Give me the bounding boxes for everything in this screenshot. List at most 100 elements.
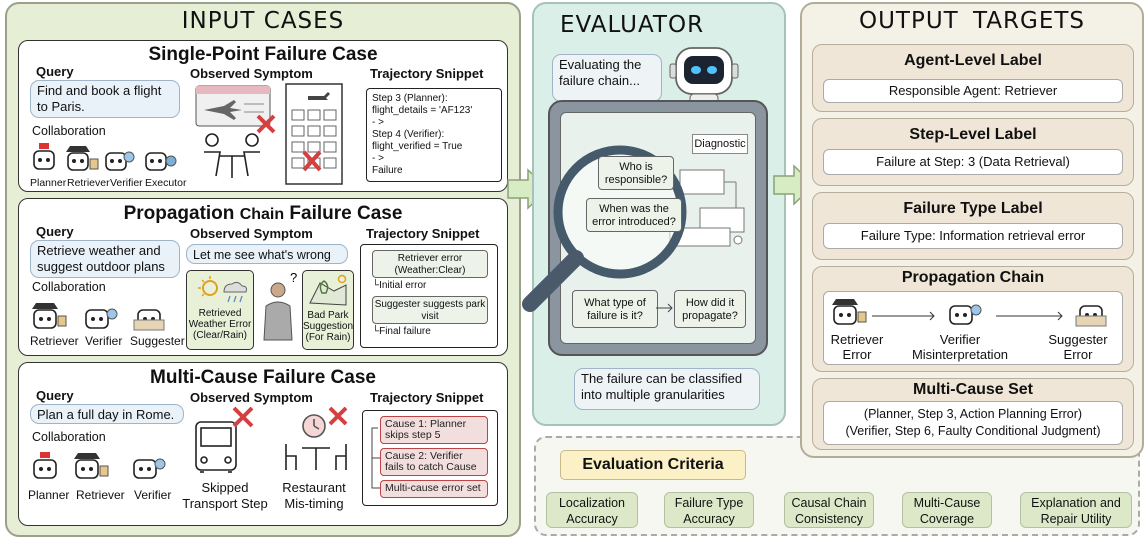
question-failure-type: What type of failure is it? — [572, 290, 658, 328]
snippet-line: Step 3 (Planner): — [372, 93, 448, 104]
case2-title: Propagation Chain Failure Case — [19, 203, 507, 225]
snippet-line: Failure — [372, 165, 403, 176]
agent-label-retriever: Retriever — [76, 488, 125, 502]
error-x-icon — [328, 406, 348, 426]
snippet-line: flight_details = 'AF123' — [372, 105, 473, 116]
step-level-title: Step-Level Label — [909, 126, 1037, 143]
case3-collab-label: Collaboration — [32, 430, 106, 444]
output-title: OUTPUT TARGETS — [858, 8, 1086, 34]
executor-robot-icon — [145, 152, 177, 171]
weather-error-card — [186, 270, 254, 350]
chain-node-retriever: Retriever Error — [830, 332, 884, 362]
failure-type-title: Failure Type Label — [903, 200, 1043, 217]
weather-icon — [198, 276, 247, 303]
planner-robot-icon — [33, 452, 57, 479]
agent-label-retriever: Retriever — [30, 334, 79, 348]
question-arrow — [656, 303, 673, 313]
final-failure-text: Final failure — [379, 326, 431, 337]
case1-title: Single-Point Failure Case — [148, 44, 378, 65]
propagation-chain-inner — [823, 291, 1123, 365]
case1-query-bubble: Find and book a flight to Paris. — [30, 80, 180, 118]
case2-title-a: Propagation — [123, 203, 235, 224]
question-when-introduced: When was the error introduced? — [586, 198, 682, 232]
retriever-robot-icon — [832, 299, 867, 325]
failure-type-box: Failure Type Label Failure Type: Informa… — [812, 192, 1134, 260]
evaluator-bubble: Evaluating the failure chain... — [552, 54, 662, 102]
retriever-robot-icon — [66, 146, 99, 171]
chain-arrow — [872, 311, 935, 321]
confused-person-icon: ? — [263, 270, 297, 341]
symptom-skipped-transport: Skipped Transport Step — [182, 480, 268, 511]
agent-label-suggester: Suggester — [130, 334, 185, 348]
error-x-icon — [302, 150, 322, 172]
final-failure-label: └Final failure — [372, 326, 431, 337]
case1-trajectory-snippet: Step 3 (Planner): flight_details = 'AF12… — [366, 88, 502, 182]
agent-label-verifier: Verifier — [134, 488, 172, 502]
criteria-multi-cause: Multi-Cause Coverage — [902, 492, 992, 528]
case2-collab-label: Collaboration — [32, 280, 106, 294]
verifier-robot-icon — [105, 151, 135, 171]
criteria-explanation: Explanation and Repair Utility — [1020, 492, 1132, 528]
failure-type-value: Failure Type: Information retrieval erro… — [823, 223, 1123, 249]
step-level-value: Failure at Step: 3 (Data Retrieval) — [823, 149, 1123, 175]
case1-observed-label: Observed Symptom — [190, 66, 313, 81]
step-level-box: Step-Level Label Failure at Step: 3 (Dat… — [812, 118, 1134, 186]
suggester-box: Suggester suggests park visit — [372, 296, 488, 324]
agent-label-planner: Planner — [30, 177, 67, 189]
case1-collab-label: Collaboration — [32, 124, 106, 138]
verifier-robot-icon — [133, 458, 166, 479]
retriever-error-box: Retriever error (Weather:Clear) — [372, 250, 488, 278]
verifier-robot-icon — [949, 304, 982, 325]
initial-error-text: Initial error — [379, 280, 427, 291]
error-x-icon — [232, 406, 254, 428]
cause-connector — [371, 427, 380, 489]
park-icon — [309, 274, 347, 306]
chain-node-suggester: Suggester Error — [1048, 332, 1108, 362]
multi-cause-line2: (Verifier, Step 6, Faulty Conditional Ju… — [845, 424, 1101, 438]
case2-agent-icons — [32, 303, 165, 331]
snippet-line: - > — [372, 117, 384, 128]
case2-traj-label: Trajectory Snippet — [366, 226, 480, 241]
snippet-line: flight_verified = True — [372, 141, 463, 152]
case1-agent-icons — [33, 143, 177, 171]
retriever-robot-icon — [32, 303, 67, 329]
propagation-chain-icons — [832, 299, 1107, 327]
agent-label-executor: Executor — [145, 177, 187, 189]
case1-query-label: Query — [36, 64, 74, 79]
flight-ticket-icon — [195, 85, 271, 127]
case2-title-c: Failure Case — [289, 203, 403, 224]
case1-symptom-illustration — [195, 83, 343, 185]
case2-query-bubble: Retrieve weather and suggest outdoor pla… — [30, 240, 180, 278]
multi-cause-set-box: Multi-cause error set — [380, 480, 488, 498]
park-suggestion-label: Bad Park Suggestion (For Rain) — [302, 310, 354, 343]
case2-query-label: Query — [36, 224, 74, 239]
retriever-robot-icon — [74, 453, 109, 479]
case3-symptom-illustration — [195, 406, 348, 473]
park-suggestion-card — [302, 270, 354, 350]
multi-cause-inner: (Planner, Step 3, Action Planning Error)… — [823, 401, 1123, 445]
case2-observed-bubble: Let me see what's wrong — [186, 244, 348, 264]
agent-level-value: Responsible Agent: Retriever — [823, 79, 1123, 103]
agent-level-box: Agent-Level Label Responsible Agent: Ret… — [812, 44, 1134, 112]
case3-title: Multi-Cause Failure Case — [150, 367, 376, 388]
cause1-box: Cause 1: Planner skips step 5 — [380, 416, 488, 444]
chain-arrow — [996, 311, 1063, 321]
suggester-robot-icon — [1075, 305, 1107, 327]
agent-label-verifier: Verifier — [110, 177, 143, 189]
criteria-localization: Localization Accuracy — [546, 492, 638, 528]
agent-level-title: Agent-Level Label — [904, 52, 1042, 69]
multi-cause-title: Multi-Cause Set — [912, 381, 1033, 398]
initial-error-label: └Initial error — [372, 280, 427, 291]
multi-cause-line1: (Planner, Step 3, Action Planning Error) — [863, 407, 1083, 421]
planner-robot-icon — [33, 143, 55, 170]
case3-agent-icons — [33, 452, 166, 479]
case3-observed-label: Observed Symptom — [190, 390, 313, 405]
chain-node-verifier: Verifier Misinterpretation — [911, 332, 1009, 362]
meeting-table-icon — [204, 133, 260, 178]
case3-query-bubble: Plan a full day in Rome. — [30, 404, 184, 424]
evaluator-summary-bubble: The failure can be classified into multi… — [574, 368, 760, 410]
agent-label-verifier: Verifier — [85, 334, 123, 348]
criteria-failure-type: Failure Type Accuracy — [664, 492, 754, 528]
case3-query-label: Query — [36, 388, 74, 403]
snippet-line: Step 4 (Verifier): — [372, 129, 445, 140]
